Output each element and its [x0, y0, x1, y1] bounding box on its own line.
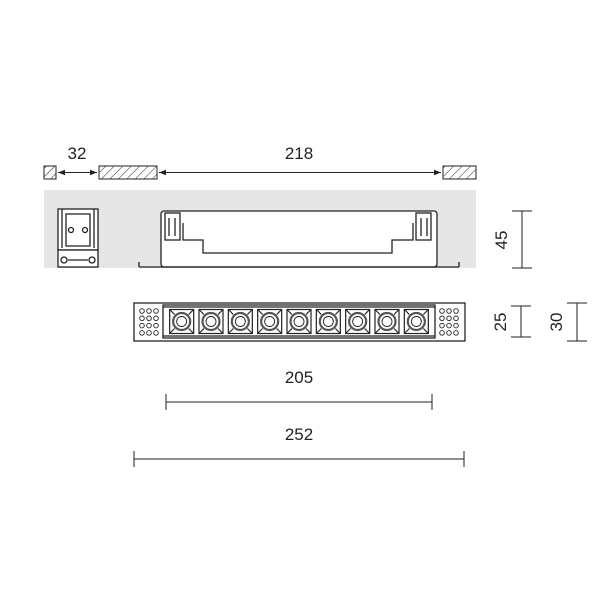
vent-hole: [146, 322, 152, 329]
vent-hole: [439, 308, 445, 314]
vent-hole: [139, 308, 145, 314]
vent-hole: [446, 315, 452, 322]
vent-hole: [139, 322, 145, 329]
optic-lens-inner: [293, 316, 305, 327]
vent-hole: [153, 322, 159, 329]
vent-hole: [453, 330, 459, 336]
front-view-housing: [160, 210, 438, 268]
ceiling-cut-dimension-group: 32 218: [43, 144, 477, 180]
side-view-foot-left: [60, 256, 68, 264]
optic-cell: [227, 308, 253, 335]
face-dimension-group: [511, 302, 587, 342]
vent-hole: [153, 315, 159, 322]
optic-reflector-corners: [198, 309, 224, 334]
length-dimension-group: [133, 394, 465, 467]
vent-hole: [439, 330, 445, 336]
dimension-label-45: 45: [492, 231, 511, 250]
face-view-vent-left: [139, 308, 159, 336]
face-view: [133, 302, 466, 342]
hatched-block-left: [43, 165, 57, 180]
vent-hole: [439, 322, 445, 329]
optic-cell: [374, 308, 400, 335]
vent-hole: [153, 308, 159, 314]
optic-cell: [286, 308, 312, 335]
face-view-optics: [169, 308, 429, 335]
dimension-label-30: 30: [547, 313, 566, 332]
dimension-label-25: 25: [491, 313, 510, 332]
hatched-block-middle: [98, 165, 158, 180]
optic-reflector-corners: [345, 309, 371, 334]
optic-lens-inner: [234, 316, 246, 327]
dimension-label-218: 218: [285, 144, 313, 163]
optic-reflector-corners: [403, 309, 429, 334]
optic-reflector-corners: [257, 309, 283, 334]
optic-cell: [403, 308, 429, 335]
front-view-clip-right: [415, 212, 432, 241]
height-dimension-group: [512, 210, 532, 269]
optic-lens-inner: [410, 316, 422, 327]
front-view-clip-left: [164, 212, 181, 241]
optic-cell: [198, 308, 224, 335]
side-view-base: [57, 249, 99, 268]
optic-cell: [257, 308, 283, 335]
side-view: [57, 208, 99, 268]
vent-hole: [139, 315, 145, 322]
optic-reflector-corners: [169, 309, 195, 334]
vent-hole: [146, 308, 152, 314]
vent-hole: [453, 322, 459, 329]
dimension-label-32: 32: [68, 144, 87, 163]
optic-lens-inner: [381, 316, 393, 327]
side-view-foot-right: [88, 256, 96, 264]
optic-lens-inner: [176, 316, 188, 327]
side-view-screw-top: [67, 226, 75, 234]
optic-lens-inner: [205, 316, 217, 327]
vent-hole: [439, 315, 445, 322]
optic-reflector-corners: [227, 309, 253, 334]
vent-hole: [446, 330, 452, 336]
optic-cell: [345, 308, 371, 335]
optic-reflector-corners: [286, 309, 312, 334]
hatched-block-right: [442, 165, 477, 180]
vent-hole: [453, 315, 459, 322]
side-view-body: [57, 208, 99, 251]
side-view-bracket: [61, 209, 95, 248]
optic-lens-inner: [352, 316, 364, 327]
optic-cell: [169, 308, 195, 335]
vent-hole: [146, 330, 152, 336]
vent-hole: [139, 330, 145, 336]
dimension-label-205: 205: [285, 368, 313, 387]
vent-hole: [453, 308, 459, 314]
front-view: [138, 210, 460, 268]
vent-hole: [146, 315, 152, 322]
front-view-inner-profile: [182, 223, 414, 254]
optic-lens-inner: [322, 316, 334, 327]
side-view-screw-bottom: [81, 226, 89, 234]
optic-cell: [315, 308, 341, 335]
optic-reflector-corners: [315, 309, 341, 334]
optic-lens-inner: [264, 316, 276, 327]
optic-reflector-corners: [374, 309, 400, 334]
face-view-vent-right: [439, 308, 459, 336]
vent-hole: [446, 308, 452, 314]
dimension-label-252: 252: [285, 425, 313, 444]
vent-hole: [446, 322, 452, 329]
vent-hole: [153, 330, 159, 336]
